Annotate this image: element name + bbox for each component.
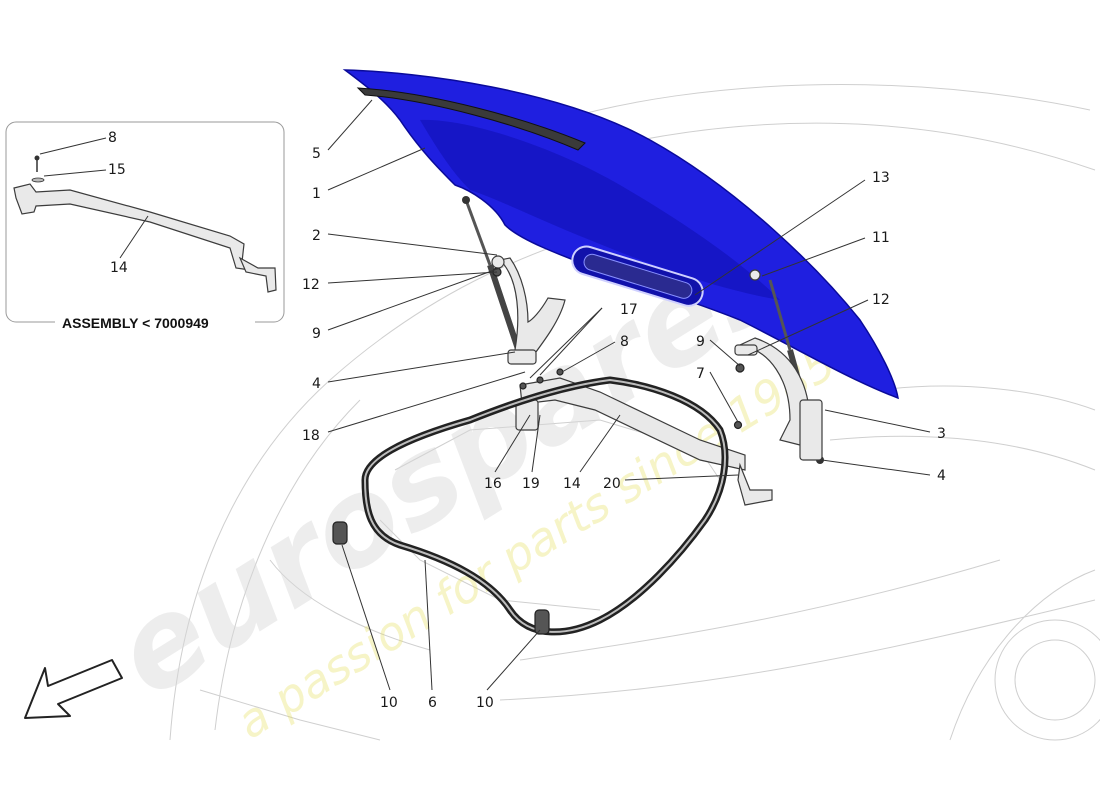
inset-callout-15: 15 — [108, 162, 126, 178]
inset-assembly: ASSEMBLY < 7000949 8 15 14 — [5, 121, 285, 332]
callout-4-right: 4 — [937, 468, 946, 484]
callout-7: 7 — [696, 366, 705, 382]
callout-18: 18 — [302, 428, 320, 444]
bump-stop-left — [332, 521, 348, 545]
gas-strut-left — [462, 196, 523, 356]
callout-6: 6 — [428, 695, 437, 711]
callout-9-right: 9 — [696, 334, 705, 350]
arrow-down-left-icon — [24, 659, 123, 719]
callout-3: 3 — [937, 426, 946, 442]
trunk-lid — [342, 69, 899, 400]
callout-10-left: 10 — [380, 695, 398, 711]
car-body-outline — [169, 84, 1100, 741]
inset-callout-14: 14 — [110, 260, 128, 276]
latch-bracket — [515, 377, 773, 506]
callout-17: 17 — [620, 302, 638, 318]
callout-4-left: 4 — [312, 376, 321, 392]
callout-8: 8 — [620, 334, 629, 350]
callout-1: 1 — [312, 186, 321, 202]
callout-2: 2 — [312, 228, 321, 244]
callout-20: 20 — [603, 476, 621, 492]
leader-lines — [327, 99, 931, 691]
inset-callout-8: 8 — [108, 130, 117, 146]
callout-12-right: 12 — [872, 292, 890, 308]
trunk-lid-inner-shade — [420, 119, 780, 301]
callout-labels: 5 1 2 12 9 4 18 16 19 14 20 17 8 13 11 1… — [302, 146, 946, 711]
callout-12-left: 12 — [302, 277, 320, 293]
hinge-right — [734, 337, 823, 461]
callout-19: 19 — [522, 476, 540, 492]
callout-11: 11 — [872, 230, 890, 246]
inset-title: ASSEMBLY < 7000949 — [62, 315, 209, 331]
callout-9-left: 9 — [312, 326, 321, 342]
fasteners — [492, 267, 761, 430]
callout-5: 5 — [312, 146, 321, 162]
lid-upper-seal — [356, 87, 586, 151]
callout-13: 13 — [872, 170, 890, 186]
callout-16: 16 — [484, 476, 502, 492]
trunk-seal — [361, 376, 729, 636]
callout-10-right: 10 — [476, 695, 494, 711]
callout-14: 14 — [563, 476, 581, 492]
bump-stop-right — [534, 609, 550, 635]
